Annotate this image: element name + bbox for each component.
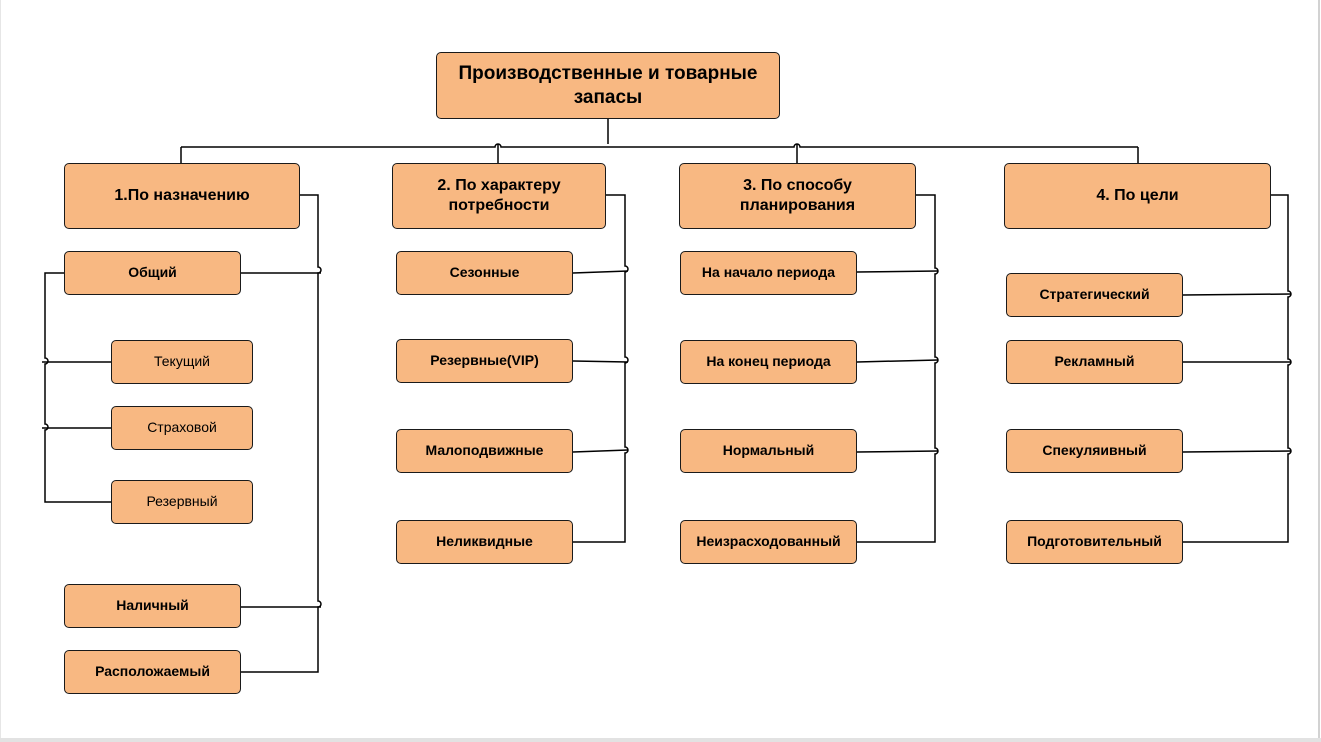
connector-cat-4-spine	[1183, 194, 1292, 543]
root-box: Производственные и товарные запасы	[436, 52, 780, 119]
connector-cat-1-sub-spine	[44, 272, 111, 503]
connector-cat-2-item-3	[572, 449, 629, 453]
item-box: Неизрасходованный	[680, 520, 857, 564]
item-box: Общий	[64, 251, 241, 295]
category-box-label: 2. По характеру потребности	[437, 177, 561, 214]
category-box-label: 4. По цели	[1096, 187, 1179, 204]
category-box-planning: 3. По способу планирования	[679, 163, 916, 229]
category-box-purpose: 1.По назначению	[64, 163, 300, 229]
connector-cat-3-item-1	[856, 270, 939, 273]
item-box-label: Неизрасходованный	[696, 533, 841, 550]
item-box: Расположаемый	[64, 650, 241, 694]
item-box-label: Рекламный	[1054, 353, 1135, 370]
item-box-label: Стратегический	[1039, 286, 1150, 303]
category-box-label: 1.По назначению	[114, 187, 250, 204]
item-box-label: Малоподвижные	[425, 442, 544, 459]
frame-border-right	[1318, 0, 1320, 742]
item-box-label: Общий	[128, 264, 177, 281]
item-box: Резервные(VIP)	[396, 339, 573, 383]
item-box-label: Наличный	[116, 597, 189, 614]
item-box-label: На начало периода	[701, 264, 836, 281]
subitem-box: Текущий	[111, 340, 253, 384]
item-box: Стратегический	[1006, 273, 1183, 317]
item-box: Наличный	[64, 584, 241, 628]
connector-cat-4-item-3	[1182, 450, 1292, 453]
item-box: Подготовительный	[1006, 520, 1183, 564]
item-box: На начало периода	[680, 251, 857, 295]
connector-cat-3-item-3	[856, 450, 939, 453]
subitem-box: Резервный	[111, 480, 253, 524]
item-box-label: Резервные(VIP)	[430, 352, 539, 369]
subitem-box-label: Страховой	[147, 419, 217, 436]
connector-cat-1-spine	[241, 194, 322, 673]
item-box-label: На конец периода	[706, 353, 831, 370]
item-box-label: Подготовительный	[1027, 533, 1162, 550]
connector-cat-2-item-2	[572, 360, 629, 363]
connector-cat-3-item-2	[856, 359, 939, 363]
subitem-box: Страховой	[111, 406, 253, 450]
item-box-label: Сезонные	[449, 264, 520, 281]
item-box: Неликвидные	[396, 520, 573, 564]
connector-cat-2-item-1	[572, 270, 629, 274]
item-box: Нормальный	[680, 429, 857, 473]
item-box: Спекуляивный	[1006, 429, 1183, 473]
item-box: Рекламный	[1006, 340, 1183, 384]
category-box-demand: 2. По характеру потребности	[392, 163, 606, 229]
connector-category-bus	[181, 143, 1138, 148]
item-box-label: Расположаемый	[95, 663, 210, 680]
frame-border-bottom	[0, 738, 1321, 742]
category-box-goal: 4. По цели	[1004, 163, 1271, 229]
item-box-label: Спекуляивный	[1042, 442, 1147, 459]
category-box-label: 3. По способу планирования	[739, 177, 856, 214]
subitem-box-label: Резервный	[146, 493, 218, 510]
item-box: На конец периода	[680, 340, 857, 384]
connector-cat-4-item-1	[1182, 293, 1292, 296]
item-box: Малоподвижные	[396, 429, 573, 473]
root-box-label: Производственные и товарные запасы	[458, 62, 758, 108]
connector-cat-3-spine	[857, 194, 939, 543]
subitem-box-label: Текущий	[154, 353, 210, 370]
frame-border-left	[0, 0, 1, 742]
item-box-label: Нормальный	[722, 442, 815, 459]
connector-cat-2-spine	[573, 194, 629, 543]
item-box: Сезонные	[396, 251, 573, 295]
item-box-label: Неликвидные	[436, 533, 533, 550]
